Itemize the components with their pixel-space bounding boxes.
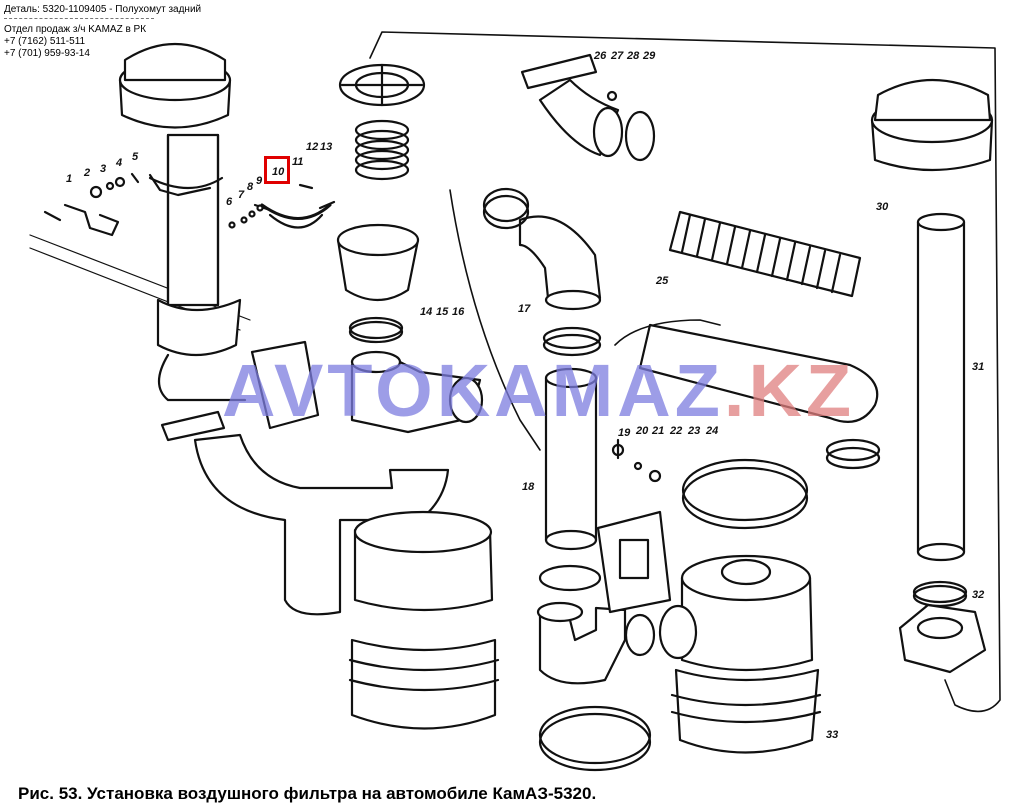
assembly-route-line bbox=[369, 31, 1001, 713]
intake-screen-12 bbox=[338, 63, 426, 107]
corrugated-hose-25 bbox=[668, 210, 862, 298]
elbow-16 bbox=[350, 350, 484, 434]
spring-13 bbox=[354, 119, 410, 181]
bottom-clamp bbox=[538, 705, 652, 772]
callout-27: 27 bbox=[610, 50, 624, 62]
callout-31: 31 bbox=[972, 361, 984, 373]
watermark-part1: AVTOKAMAZ bbox=[222, 349, 724, 432]
callout-2: 2 bbox=[83, 167, 90, 179]
clamp-ring-17 bbox=[482, 187, 602, 357]
elbow-17 bbox=[518, 215, 602, 311]
callout-3: 3 bbox=[100, 163, 106, 175]
callout-11: 11 bbox=[292, 156, 303, 168]
left-intake-cap bbox=[118, 43, 232, 129]
bracket-parts-1-5 bbox=[43, 172, 212, 237]
bolts-19-21 bbox=[611, 438, 662, 483]
callout-8: 8 bbox=[247, 181, 254, 193]
callout-9: 9 bbox=[256, 175, 263, 187]
bracket-23 bbox=[596, 510, 672, 614]
callout-25: 25 bbox=[655, 275, 669, 287]
left-air-filter bbox=[348, 510, 500, 730]
phone-2: +7 (701) 959-93-14 bbox=[4, 48, 90, 59]
ring-32 bbox=[912, 580, 968, 608]
callout-16: 16 bbox=[452, 306, 465, 318]
callout-4: 4 bbox=[115, 157, 122, 169]
callout-19: 19 bbox=[618, 427, 631, 439]
callout-15: 15 bbox=[436, 306, 449, 318]
lower-elbow bbox=[536, 601, 656, 685]
pipe-24 bbox=[638, 323, 881, 470]
highlight-box-part-10[interactable] bbox=[264, 156, 290, 184]
callout-33: 33 bbox=[826, 729, 838, 741]
callout-20: 20 bbox=[635, 425, 649, 437]
callout-5: 5 bbox=[132, 151, 139, 163]
callout-12: 12 bbox=[306, 141, 318, 153]
callout-10-highlighted: 10 bbox=[272, 166, 285, 178]
callout-6: 6 bbox=[226, 196, 233, 208]
callout-14: 14 bbox=[420, 306, 432, 318]
left-intake-pipe bbox=[148, 133, 247, 402]
callout-1: 1 bbox=[66, 173, 72, 185]
callout-23: 23 bbox=[687, 425, 700, 437]
callout-21: 21 bbox=[651, 425, 664, 437]
callout-7: 7 bbox=[238, 189, 245, 201]
phone-1: +7 (7162) 511-511 bbox=[4, 36, 86, 47]
figure-caption: Рис. 53. Установка воздушного фильтра на… bbox=[18, 784, 597, 803]
callout-30: 30 bbox=[876, 201, 889, 213]
callout-24: 24 bbox=[705, 425, 718, 437]
elbow-26-29 bbox=[520, 53, 656, 162]
callout-28: 28 bbox=[626, 50, 640, 62]
band-clamp-22 bbox=[681, 458, 809, 530]
pipe-18 bbox=[538, 367, 602, 592]
callout-26: 26 bbox=[593, 50, 607, 62]
right-intake-cap-30 bbox=[870, 79, 994, 172]
left-elbow-pipe bbox=[160, 340, 450, 616]
part-title: Деталь: 5320-1109405 - Полухомут задний bbox=[4, 4, 202, 15]
callout-32: 32 bbox=[972, 589, 984, 601]
sales-department: Отдел продаж з/ч KAMAZ в РК bbox=[4, 24, 147, 35]
callout-29: 29 bbox=[642, 50, 656, 62]
callout-18: 18 bbox=[522, 481, 535, 493]
rubber-boot-14 bbox=[336, 223, 420, 301]
callout-13: 13 bbox=[320, 141, 332, 153]
right-air-filter-33 bbox=[658, 554, 822, 754]
watermark-part2: .KZ bbox=[723, 349, 856, 432]
clamp-halves-6-11 bbox=[228, 183, 336, 229]
callout-17: 17 bbox=[518, 303, 531, 315]
header-divider bbox=[4, 18, 154, 19]
clamp-15 bbox=[348, 316, 404, 344]
pipe-31 bbox=[916, 212, 966, 562]
callout-22: 22 bbox=[669, 425, 682, 437]
flange-base bbox=[898, 603, 987, 674]
watermark: AVTOKAMAZ.KZ bbox=[222, 348, 855, 433]
